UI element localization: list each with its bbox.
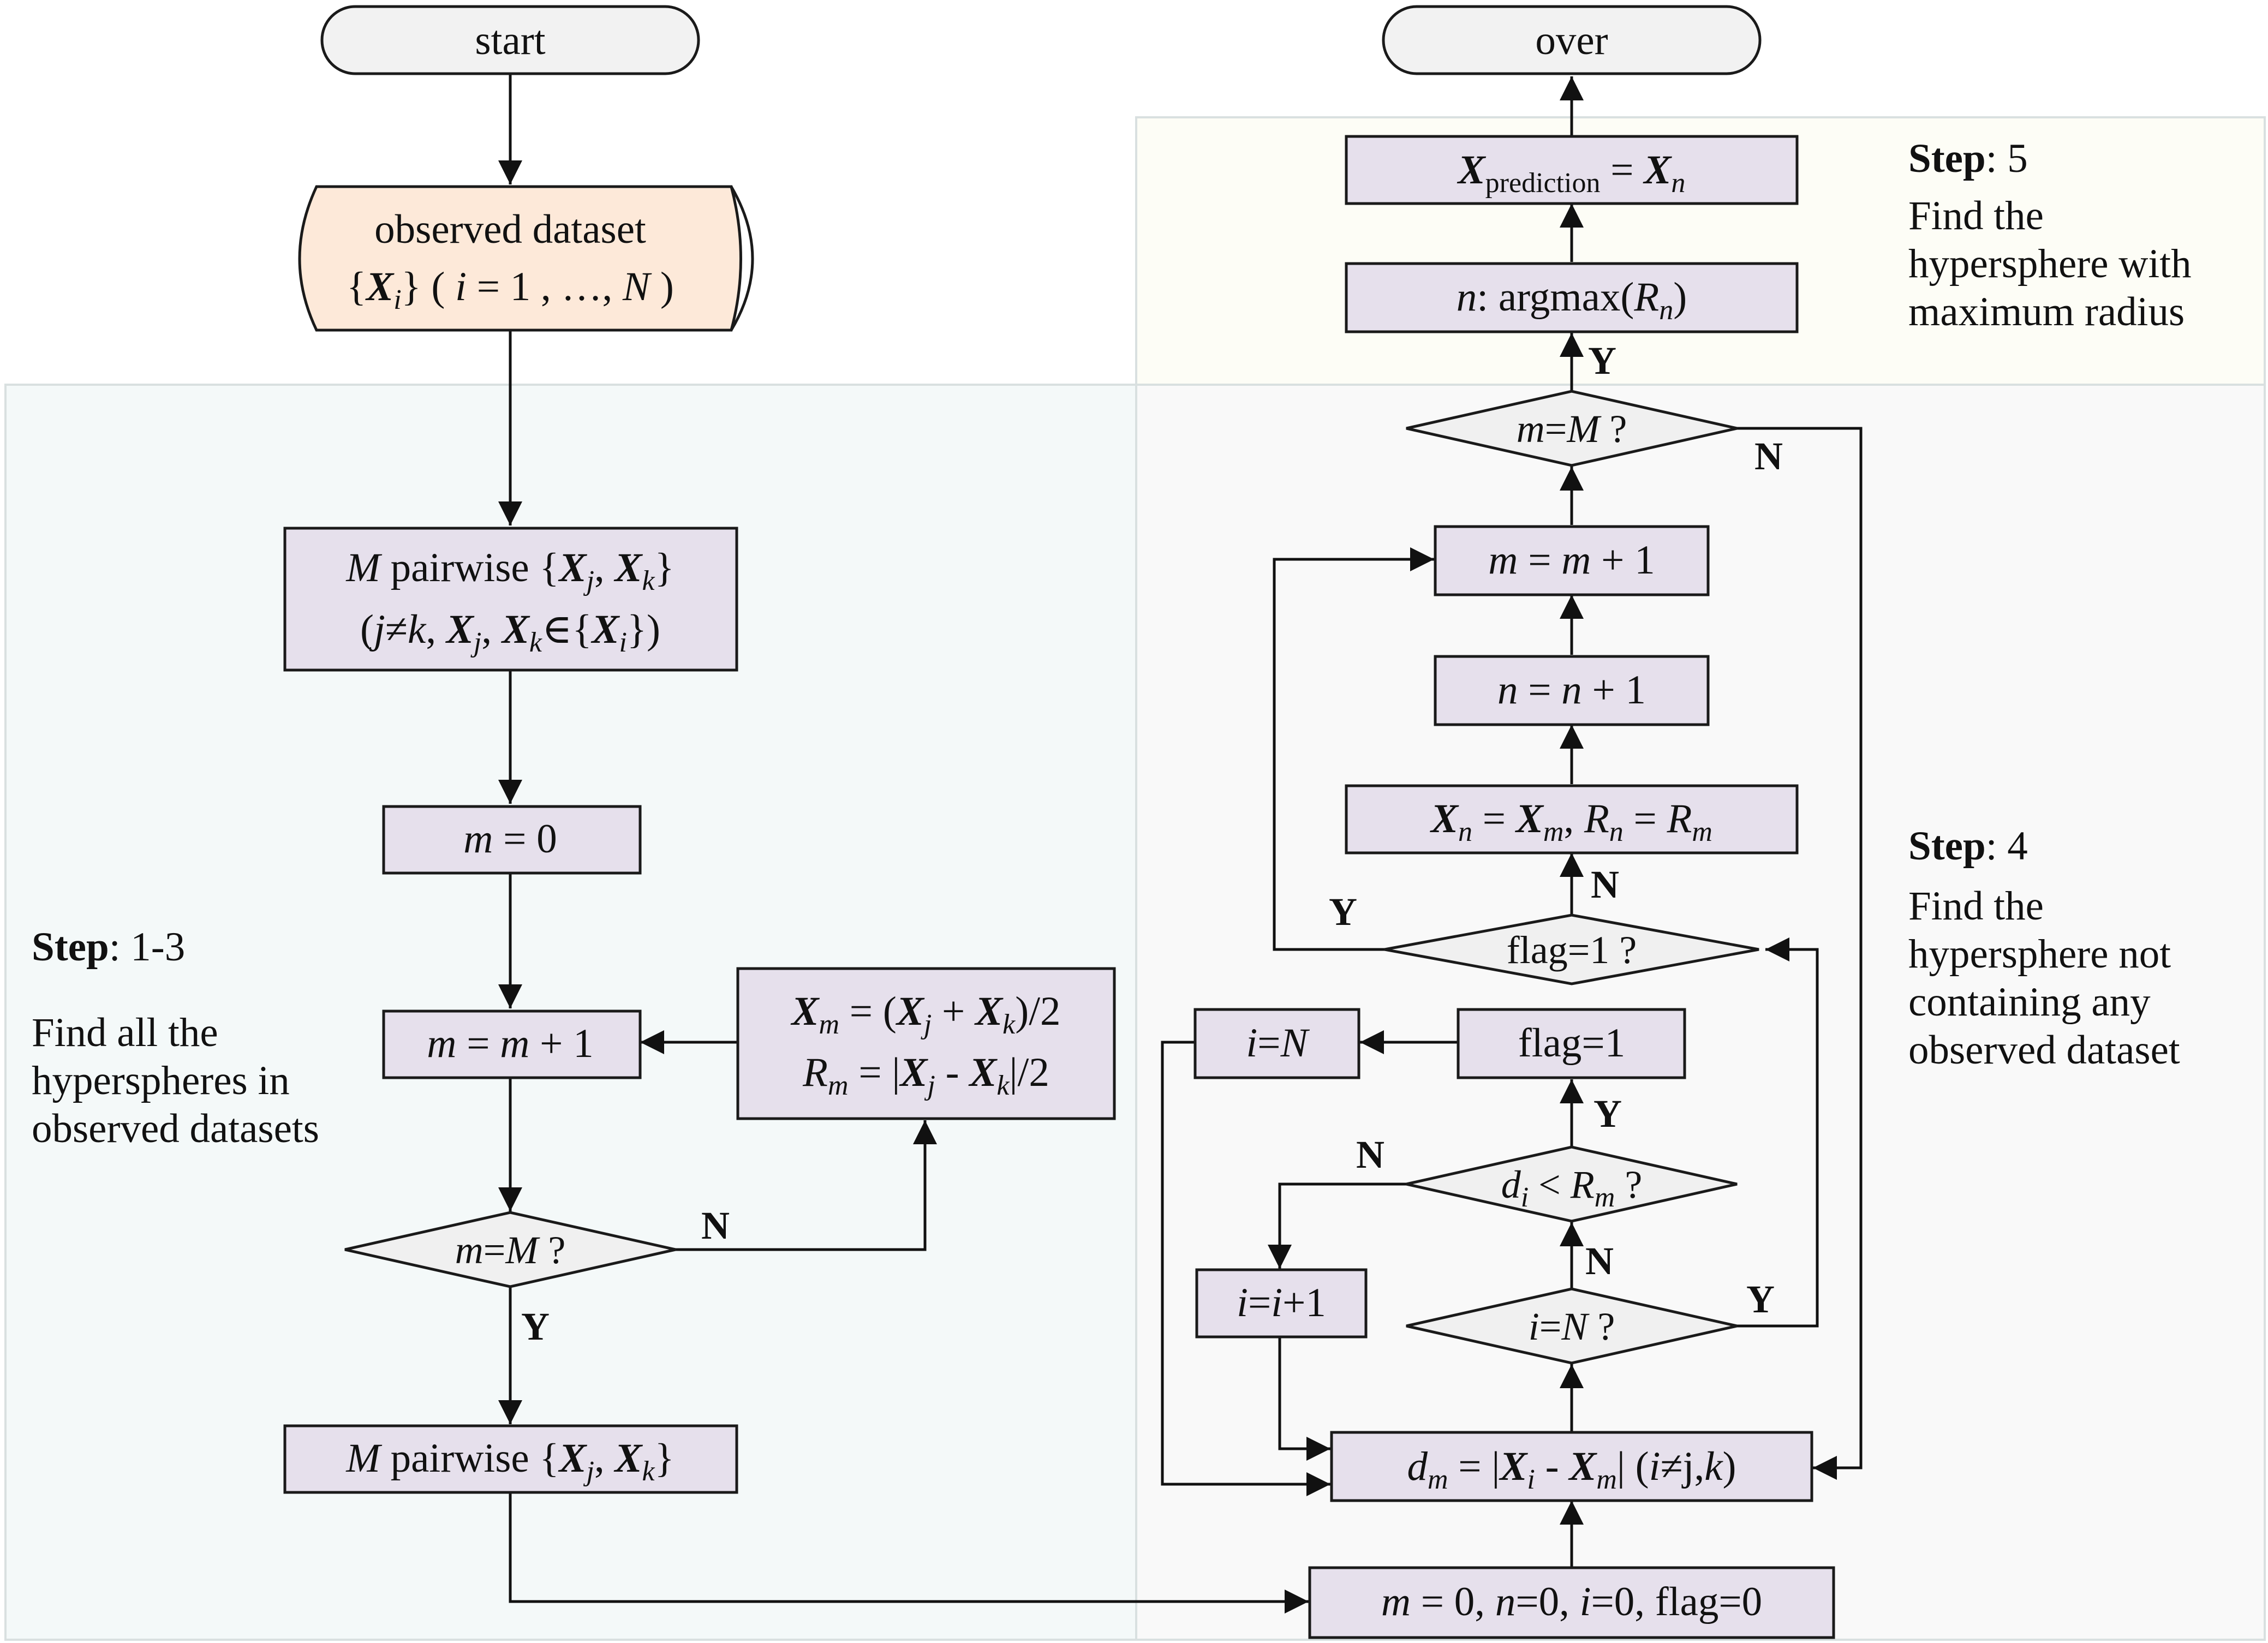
observed-dataset-node xyxy=(298,185,754,332)
m-increment-right-node xyxy=(1434,525,1710,596)
pairwise-result-node xyxy=(283,1424,738,1494)
flag-set-label: flag=1 xyxy=(1518,1020,1625,1066)
edge-iinc-to-dm xyxy=(1278,1337,1330,1461)
decision-flag xyxy=(1384,913,1759,985)
svg-text:observed datasets: observed datasets xyxy=(32,1106,319,1151)
m-zero-node xyxy=(382,805,642,875)
decision-m-equals-M-right xyxy=(1406,390,1738,467)
label-yes-dec-mM: Y xyxy=(1588,339,1616,383)
label-yes-dec-di: Y xyxy=(1593,1092,1622,1136)
edge-iN-to-dm xyxy=(1161,1041,1330,1496)
xm-rm-node xyxy=(736,967,1116,1120)
xn-rn-label: Xn = Xm, Rn = Rm xyxy=(1430,796,1712,847)
observed-dataset-set: {Xi} ( i = 1 , …, N ) xyxy=(347,264,674,315)
edge-dec-di-no xyxy=(1268,1182,1406,1269)
label-yes-left-down: Y xyxy=(521,1305,550,1348)
decision-di-less-Rm xyxy=(1406,1145,1738,1223)
label-no-dec-di: N xyxy=(1356,1133,1384,1176)
svg-text:Find the: Find the xyxy=(1908,883,2044,929)
label-no-dec-flag: N xyxy=(1591,863,1619,906)
init-node xyxy=(1308,1566,1835,1639)
pairwise-result-label: M pairwise {Xj, Xk} xyxy=(345,1436,674,1487)
step-4-note: Step: 4 Find the hypersphere not contain… xyxy=(1908,823,2180,1073)
label-yes-dec-iN: Y xyxy=(1746,1277,1775,1321)
m-zero-label: m = 0 xyxy=(463,816,557,862)
pairwise-line-2: (j≠k, Xj, Xk∈{Xi}) xyxy=(360,607,660,658)
argmax-label: n: argmax(Rn) xyxy=(1457,274,1687,326)
xm-line: Xm = (Xj + Xk)/2 xyxy=(790,989,1060,1040)
start-label: start xyxy=(475,18,545,63)
argmax-node xyxy=(1345,262,1799,333)
svg-text:containing any: containing any xyxy=(1908,979,2151,1025)
n-increment-label: n = n + 1 xyxy=(1497,667,1646,713)
svg-text:Step: 5: Step: 5 xyxy=(1908,136,2028,181)
edge-decision-no-loop xyxy=(676,1120,937,1251)
pairwise-line-1: M pairwise {Xj, Xk} xyxy=(345,545,674,596)
i-increment-label: i=i+1 xyxy=(1237,1280,1326,1325)
decision-di-less-Rm-label: di < Rm ? xyxy=(1501,1163,1643,1213)
m-increment-left-node xyxy=(382,1009,642,1079)
start-terminal xyxy=(320,5,700,75)
decision-m-equals-M-right-label: m=M ? xyxy=(1517,407,1627,451)
decision-flag-label: flag=1 ? xyxy=(1507,928,1637,972)
over-terminal xyxy=(1382,5,1762,75)
svg-text:hyperspheres in: hyperspheres in xyxy=(32,1058,290,1103)
edges xyxy=(498,74,1863,1614)
decision-m-equals-M-left-label: m=M ? xyxy=(455,1228,566,1272)
n-increment-node xyxy=(1434,655,1710,726)
svg-text:maximum radius: maximum radius xyxy=(1908,289,2185,334)
i-increment-node xyxy=(1195,1268,1368,1339)
svg-text:Find the: Find the xyxy=(1908,193,2044,238)
svg-text:Find all the: Find all the xyxy=(32,1010,218,1055)
pairwise-node xyxy=(283,527,738,672)
svg-text:Step: 4: Step: 4 xyxy=(1908,823,2028,869)
xn-rn-node xyxy=(1345,784,1799,855)
svg-text:Step: 1-3: Step: 1-3 xyxy=(32,924,185,970)
step-1-3-note: Step: 1-3 Find all the hyperspheres in o… xyxy=(32,924,319,1151)
svg-text:hypersphere not: hypersphere not xyxy=(1908,931,2171,977)
init-label: m = 0, n=0, i=0, flag=0 xyxy=(1381,1579,1762,1624)
svg-text:hypersphere with: hypersphere with xyxy=(1908,241,2192,286)
edge-pairwise2-to-init xyxy=(509,1492,1309,1614)
prediction-node xyxy=(1345,135,1799,205)
svg-text:observed dataset: observed dataset xyxy=(1908,1027,2180,1073)
edge-dec-iN-yes xyxy=(1737,937,1819,1328)
prediction-label: Xprediction = Xn xyxy=(1457,147,1686,199)
label-no-dec-iN: N xyxy=(1585,1239,1614,1283)
step-5-note: Step: 5 Find the hypersphere with maximu… xyxy=(1908,136,2192,334)
over-label: over xyxy=(1535,18,1608,63)
rm-line: Rm = |Xj - Xk|/2 xyxy=(802,1050,1049,1101)
decision-i-equals-N xyxy=(1406,1287,1738,1365)
i-equals-N-node xyxy=(1193,1008,1360,1079)
edge-dec-flag-yes xyxy=(1273,547,1434,951)
edge-dec-mM-no xyxy=(1737,427,1863,1480)
observed-dataset-label: observed dataset xyxy=(374,207,646,252)
edge-labels: N Y N Y N Y N Y N Y xyxy=(521,339,1783,1348)
dm-node xyxy=(1330,1431,1813,1502)
label-yes-dec-flag: Y xyxy=(1329,890,1357,934)
flag-set-node xyxy=(1457,1008,1686,1079)
decision-m-equals-M-left xyxy=(344,1211,676,1288)
dm-label: dm = |Xi - Xm| (i≠j,k) xyxy=(1407,1444,1736,1495)
label-no-left-loop: N xyxy=(701,1204,730,1247)
m-increment-right-label: m = m + 1 xyxy=(1488,537,1655,583)
label-no-dec-mM: N xyxy=(1754,434,1783,478)
decision-i-equals-N-label: i=N ? xyxy=(1529,1305,1615,1348)
m-increment-left-label: m = m + 1 xyxy=(427,1021,593,1066)
i-equals-N-label: i=N xyxy=(1246,1020,1310,1066)
